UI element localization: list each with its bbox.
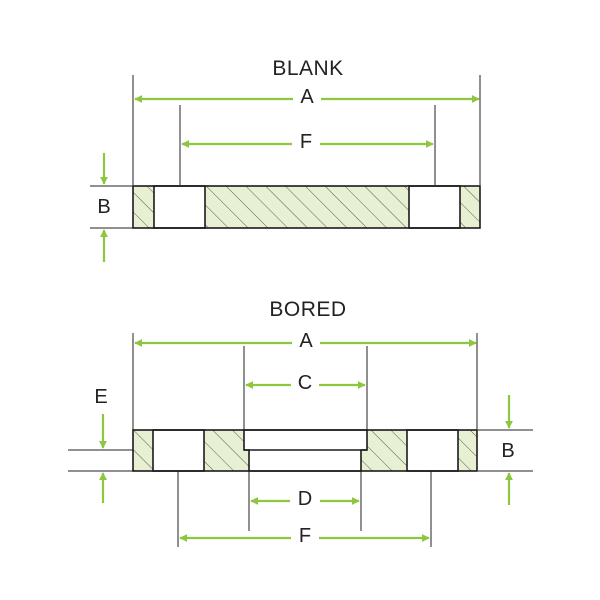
blank-dim-f-label: F (300, 131, 312, 153)
bored-dim-a-label: A (299, 330, 313, 352)
blank-view: BLANK A F B (90, 57, 481, 262)
bored-view: BORED A C E B D (68, 298, 533, 547)
bored-dim-d-label: D (298, 488, 312, 510)
bored-dim-f-label: F (299, 525, 311, 547)
blank-title: BLANK (272, 57, 343, 80)
bored-flange-outline (132, 429, 478, 472)
blank-flange-outline (132, 185, 481, 229)
blank-bolt-hole-right (408, 185, 461, 229)
bored-dim-c-label: C (298, 372, 312, 394)
bored-dim-b-label: B (501, 440, 514, 462)
blank-bolt-hole-left (153, 185, 206, 229)
blank-dim-b-label: B (97, 196, 110, 218)
bored-bolt-hole-left (152, 429, 205, 472)
bored-bolt-hole-right (406, 429, 459, 472)
bored-dim-e-label: E (94, 386, 107, 408)
bored-title: BORED (269, 298, 346, 321)
blank-dim-a-label: A (300, 86, 314, 108)
